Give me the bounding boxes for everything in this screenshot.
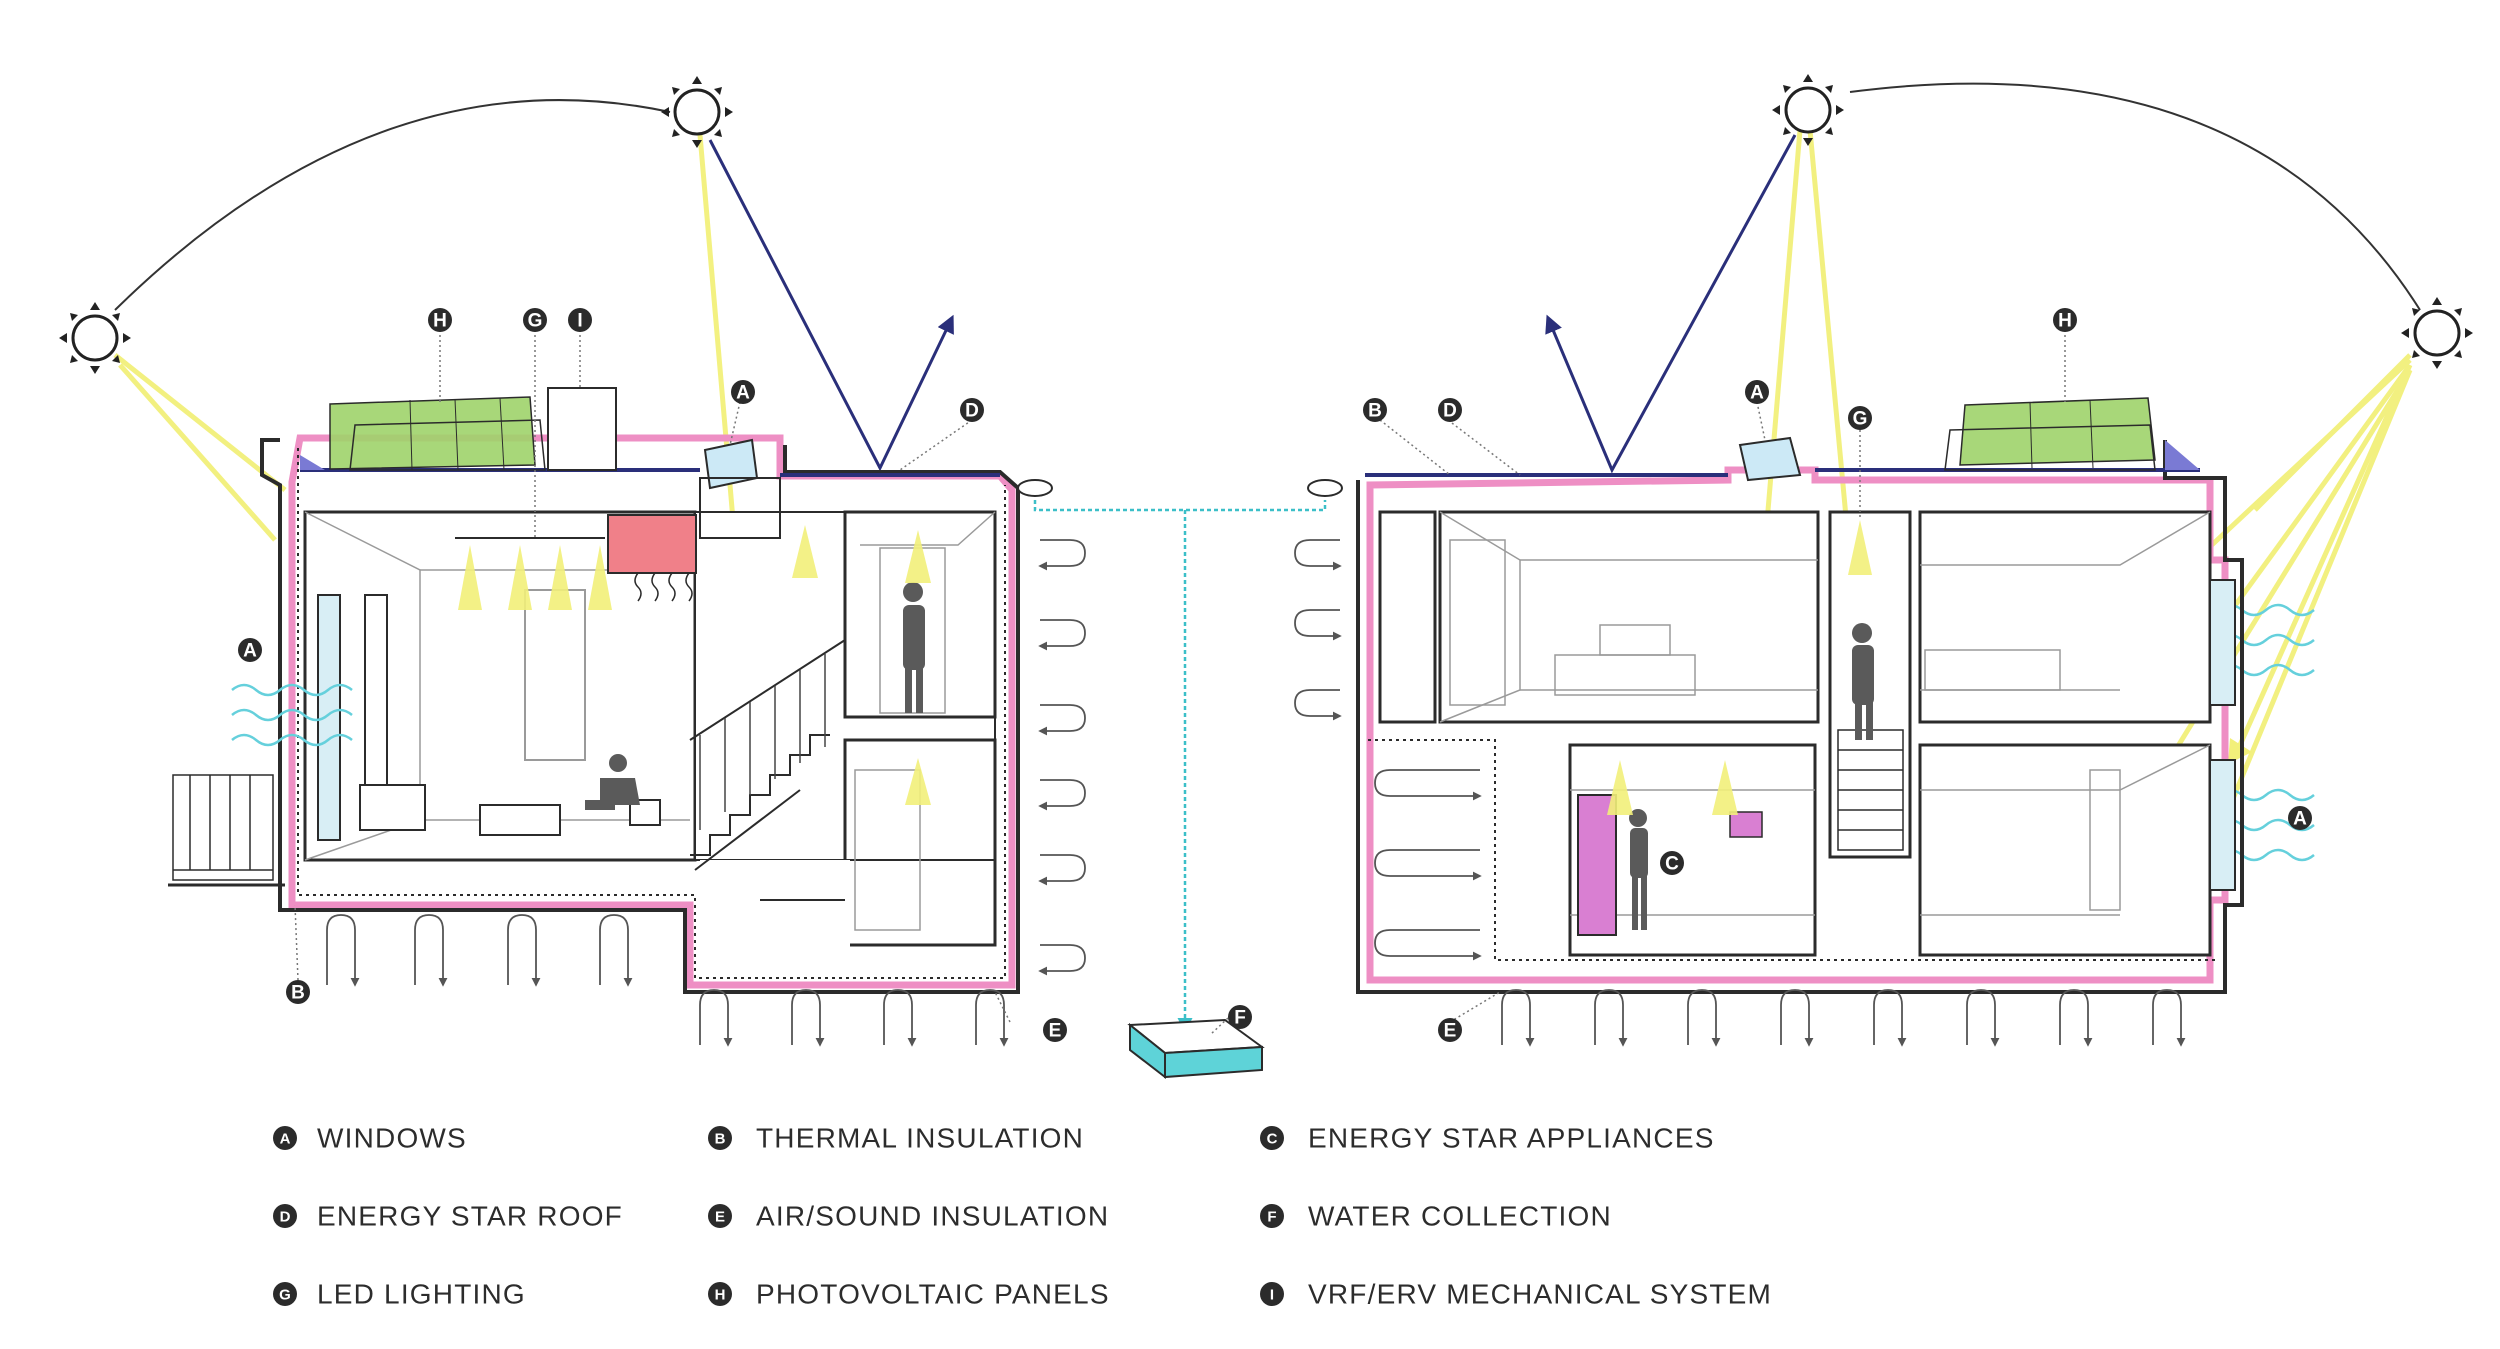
vrf-unit — [607, 514, 697, 574]
water-collection-pipe — [1017, 479, 1343, 1033]
callout-h-right-label: H — [2058, 311, 2072, 332]
callout-a-left-side-label: A — [243, 641, 257, 662]
legend-item-h: H PHOTOVOLTAIC PANELS — [708, 1279, 1110, 1310]
legend-item-c: C ENERGY STAR APPLIANCES — [1260, 1123, 1715, 1154]
callout-d-left-label: D — [965, 401, 979, 422]
legend-badge: F — [1267, 1209, 1276, 1226]
callout-i-left-label: I — [577, 311, 582, 332]
roof-reflection-right — [1545, 134, 1797, 474]
legend-label: VRF/ERV MECHANICAL SYSTEM — [1308, 1279, 1772, 1310]
legend-badge: C — [1267, 1131, 1278, 1148]
legend-label: ENERGY STAR APPLIANCES — [1308, 1123, 1715, 1154]
energy-star-appliance — [1577, 794, 1617, 936]
pv-panels-right — [1944, 397, 2156, 471]
legend-item-d: D ENERGY STAR ROOF — [273, 1201, 623, 1232]
callout-e-left-label: E — [1049, 1021, 1062, 1042]
legend: A WINDOWS B THERMAL INSULATION C ENERGY … — [273, 1123, 1772, 1310]
callout-d-right: D — [1438, 398, 1462, 422]
legend-badge: D — [280, 1209, 291, 1226]
legend-badge: B — [715, 1131, 726, 1148]
legend-label: ENERGY STAR ROOF — [317, 1201, 623, 1232]
callout-a-right-top: A — [1745, 380, 1769, 404]
callout-b-left: B — [286, 980, 310, 1004]
legend-item-a: A WINDOWS — [273, 1123, 467, 1154]
callout-b-right: B — [1363, 398, 1387, 422]
left-building-section — [168, 387, 1020, 994]
callout-g-left: G — [523, 308, 547, 332]
leader-lines — [294, 330, 2066, 1036]
legend-badge: G — [279, 1287, 291, 1304]
water-tank — [1127, 1018, 1265, 1080]
legend-item-b: B THERMAL INSULATION — [708, 1123, 1084, 1154]
legend-label: WINDOWS — [317, 1123, 467, 1154]
callout-g-left-label: G — [528, 311, 543, 332]
sun-path-left — [114, 99, 671, 311]
callout-a-right-side-label: A — [2293, 809, 2307, 830]
callout-a-right-side: A — [2288, 806, 2312, 830]
callout-a-right-top-label: A — [1750, 383, 1764, 404]
callout-g-right: G — [1848, 406, 1872, 430]
legend-label: PHOTOVOLTAIC PANELS — [756, 1279, 1110, 1310]
legend-label: WATER COLLECTION — [1308, 1201, 1612, 1232]
callout-c-label: C — [1665, 854, 1679, 875]
callout-h-left-label: H — [433, 311, 447, 332]
legend-badge: H — [715, 1287, 726, 1304]
callout-d-left: D — [960, 398, 984, 422]
callout-e-left: E — [1043, 1018, 1067, 1042]
air-flow-waves-left — [231, 683, 353, 747]
air-circulation-arrows — [326, 539, 2186, 1047]
sun-icon — [59, 302, 131, 374]
callout-a-left-side: A — [238, 638, 262, 662]
callout-h-left: H — [428, 308, 452, 332]
legend-item-f: F WATER COLLECTION — [1260, 1201, 1612, 1232]
sun-icon — [1772, 74, 1844, 146]
sun-path-right — [1849, 82, 2421, 311]
legend-label: AIR/SOUND INSULATION — [756, 1201, 1109, 1232]
callout-e-right: E — [1438, 1018, 1462, 1042]
callout-b-left-label: B — [291, 983, 305, 1004]
callout-g-right-label: G — [1853, 409, 1868, 430]
callout-c: C — [1660, 851, 1684, 875]
roof-reflection-left — [708, 139, 954, 472]
sun-icon — [661, 76, 733, 148]
legend-item-g: G LED LIGHTING — [273, 1279, 526, 1310]
legend-item-e: E AIR/SOUND INSULATION — [708, 1201, 1109, 1232]
callout-a-left-top: A — [731, 380, 755, 404]
callout-f: F — [1228, 1005, 1252, 1029]
callout-b-right-label: B — [1368, 401, 1382, 422]
callout-d-right-label: D — [1443, 401, 1457, 422]
callout-e-right-label: E — [1444, 1021, 1457, 1042]
legend-badge: A — [280, 1131, 291, 1148]
callout-h-right: H — [2053, 308, 2077, 332]
right-building-section — [1356, 397, 2244, 994]
legend-badge: E — [715, 1209, 725, 1226]
callout-a-left-top-label: A — [736, 383, 750, 404]
pv-panels-left — [329, 396, 546, 471]
legend-label: LED LIGHTING — [317, 1279, 526, 1310]
legend-item-i: I VRF/ERV MECHANICAL SYSTEM — [1260, 1279, 1772, 1310]
legend-badge: I — [1270, 1287, 1274, 1304]
sun-icon — [2401, 297, 2473, 369]
callout-i-left: I — [568, 308, 592, 332]
legend-label: THERMAL INSULATION — [756, 1123, 1084, 1154]
callout-f-label: F — [1234, 1008, 1246, 1029]
